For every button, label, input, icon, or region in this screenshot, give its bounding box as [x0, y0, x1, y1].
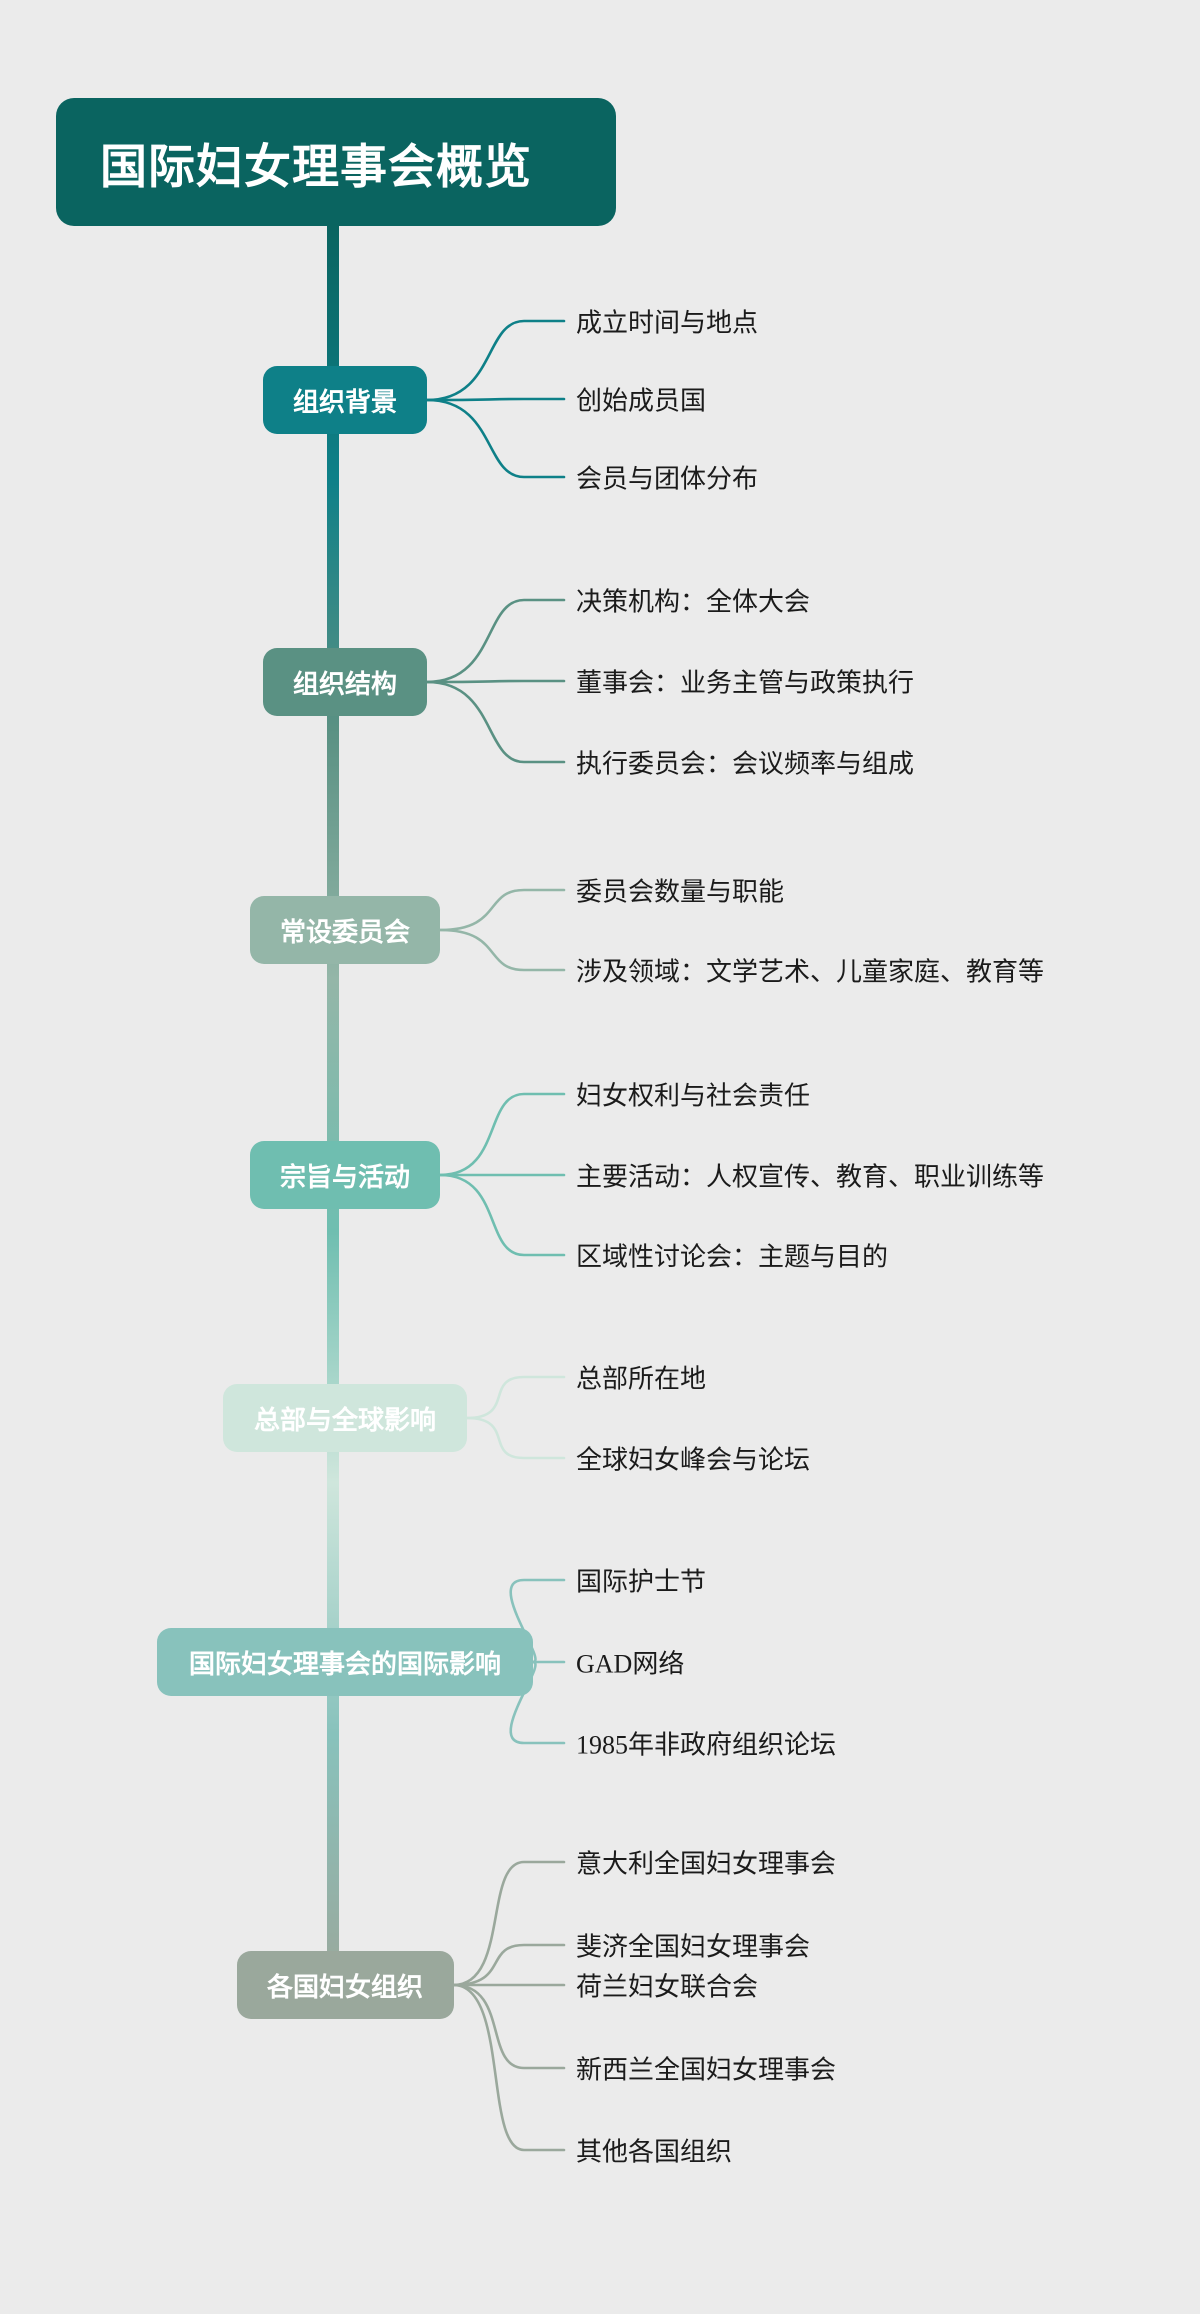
- connector-path: [425, 679, 566, 684]
- leaf-label[interactable]: 意大利全国妇女理事会: [576, 1849, 837, 1879]
- leaf-label[interactable]: 全球妇女峰会与论坛: [576, 1445, 811, 1475]
- connector-path: [438, 928, 566, 972]
- root-title-node[interactable]: 国际妇女理事会概览: [56, 98, 616, 226]
- connector-path: [438, 888, 566, 932]
- leaf-label[interactable]: GAD网络: [576, 1649, 685, 1679]
- branch-node-1[interactable]: 组织背景: [263, 366, 427, 434]
- connector-path: [452, 1860, 566, 1987]
- branch-node-label: 组织结构: [292, 668, 397, 699]
- connector-path: [465, 1416, 566, 1460]
- page-title: 国际妇女理事会概览: [100, 139, 532, 193]
- leaf-label[interactable]: 委员会数量与职能: [576, 877, 785, 907]
- leaf-label[interactable]: 新西兰全国妇女理事会: [576, 2055, 837, 2085]
- branch-node-label: 国际妇女理事会的国际影响: [188, 1648, 501, 1679]
- branch-node-3[interactable]: 常设委员会: [249, 896, 441, 964]
- connector-path: [452, 1943, 566, 1987]
- leaf-label[interactable]: 董事会：业务主管与政策执行: [576, 668, 915, 698]
- leaf-label[interactable]: 荷兰妇女联合会: [576, 1972, 759, 2002]
- branch-node-7[interactable]: 各国妇女组织: [236, 1951, 454, 2019]
- branch-node-label: 常设委员会: [279, 916, 410, 947]
- leaf-label[interactable]: 其他各国组织: [576, 2137, 733, 2167]
- trunk-line: [327, 226, 339, 1985]
- leaf-label[interactable]: 妇女权利与社会责任: [576, 1081, 811, 1111]
- leaf-label[interactable]: 主要活动：人权宣传、教育、职业训练等: [576, 1162, 1045, 1192]
- leaf-label[interactable]: 区域性讨论会：主题与目的: [576, 1242, 889, 1272]
- branch-node-label: 总部与全球影响: [253, 1404, 436, 1435]
- leaf-label[interactable]: 斐济全国妇女理事会: [576, 1932, 811, 1962]
- connector-path: [425, 598, 566, 684]
- connector-path: [438, 1173, 566, 1257]
- branch-node-5[interactable]: 总部与全球影响: [223, 1384, 467, 1452]
- leaf-label[interactable]: 国际护士节: [576, 1567, 707, 1597]
- branch-node-4[interactable]: 宗旨与活动: [249, 1141, 441, 1209]
- leaf-label[interactable]: 会员与团体分布: [576, 464, 759, 494]
- leaf-label[interactable]: 创始成员国: [576, 386, 707, 416]
- connector-path: [452, 1983, 566, 2152]
- connector-path: [425, 680, 566, 764]
- leaf-label[interactable]: 涉及领域：文学艺术、儿童家庭、教育等: [576, 957, 1045, 987]
- branch-node-label: 宗旨与活动: [279, 1161, 410, 1192]
- connector-path: [425, 397, 566, 402]
- leaf-label[interactable]: 1985年非政府组织论坛: [576, 1730, 837, 1760]
- branch-node-2[interactable]: 组织结构: [263, 648, 427, 716]
- connector-path: [452, 1983, 566, 2070]
- connector-path: [425, 319, 566, 402]
- branch-node-6[interactable]: 国际妇女理事会的国际影响: [157, 1628, 533, 1696]
- connector-path: [438, 1092, 566, 1177]
- leaf-label[interactable]: 总部所在地: [576, 1364, 707, 1394]
- leaf-label[interactable]: 决策机构：全体大会: [576, 587, 811, 617]
- branch-node-label: 组织背景: [292, 386, 397, 417]
- leaf-label[interactable]: 执行委员会：会议频率与组成: [576, 749, 915, 779]
- connector-path: [465, 1375, 566, 1420]
- branch-node-label: 各国妇女组织: [266, 1971, 423, 2002]
- leaf-label[interactable]: 成立时间与地点: [576, 308, 759, 338]
- connector-path: [425, 398, 566, 479]
